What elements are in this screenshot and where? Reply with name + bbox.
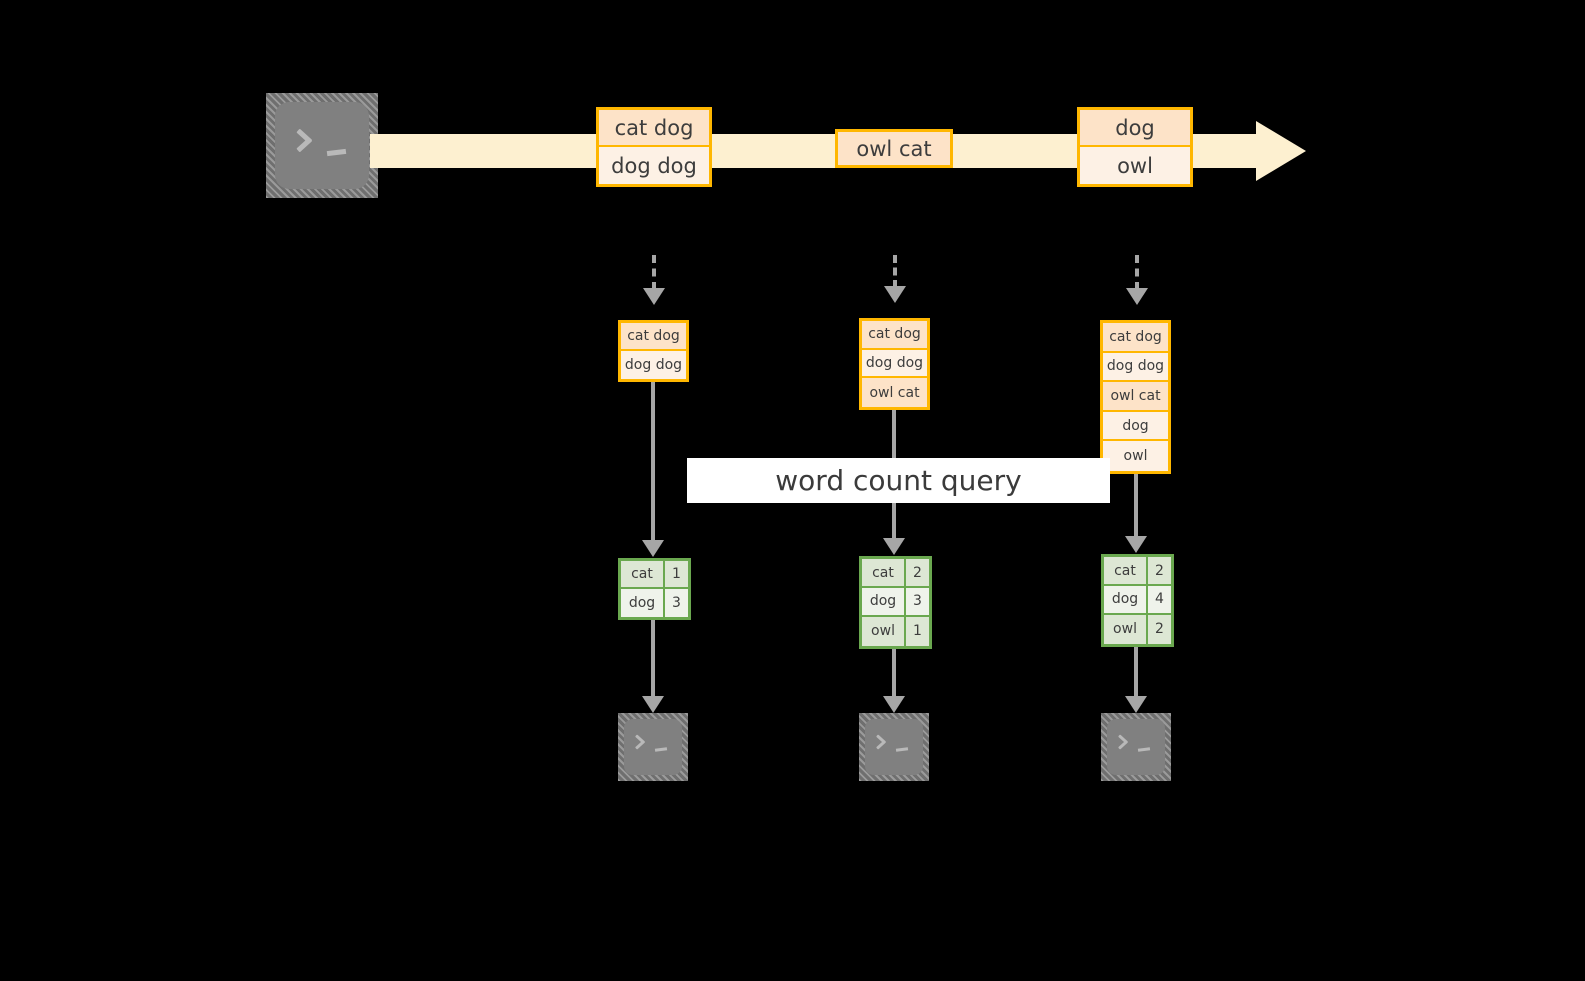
result-row: dog 3 bbox=[862, 588, 929, 617]
result-word: cat bbox=[621, 561, 665, 587]
snapshot-3-query-line bbox=[1134, 474, 1138, 538]
record-line: owl bbox=[1080, 147, 1190, 184]
snapshot-1-tap-line bbox=[652, 255, 656, 290]
result-count: 2 bbox=[1155, 621, 1164, 638]
record-line: dog dog bbox=[599, 147, 709, 184]
snapshot-1-tap-arrowhead-icon bbox=[643, 288, 665, 305]
snapshot-3-result-table: cat 2 dog 4 owl 2 bbox=[1101, 554, 1174, 647]
snapshot-3-sink-arrowhead-icon bbox=[1125, 696, 1147, 713]
source-terminal-icon bbox=[266, 93, 378, 198]
result-row: dog 4 bbox=[1104, 586, 1171, 615]
result-row: cat 2 bbox=[1104, 557, 1171, 586]
record-line: owl cat bbox=[862, 378, 927, 407]
result-count: 2 bbox=[1155, 562, 1164, 579]
result-word: dog bbox=[862, 588, 906, 615]
result-word: owl bbox=[862, 616, 906, 646]
result-count: 1 bbox=[913, 623, 922, 640]
snapshot-1-input-box: cat dog dog dog bbox=[618, 320, 689, 382]
snapshot-2-sink-arrowhead-icon bbox=[883, 696, 905, 713]
result-count: 1 bbox=[672, 566, 681, 582]
terminal-prompt-chevron-icon bbox=[296, 126, 324, 156]
stream-record-2: owl cat bbox=[835, 129, 953, 168]
terminal-prompt-chevron-icon bbox=[634, 733, 653, 753]
record-line: dog dog bbox=[1103, 352, 1168, 383]
snapshot-3-query-arrowhead-icon bbox=[1125, 536, 1147, 553]
record-line: dog bbox=[1103, 411, 1168, 442]
record-line: cat dog bbox=[621, 323, 686, 351]
record-line: dog dog bbox=[621, 351, 686, 379]
terminal-screen bbox=[1107, 719, 1165, 775]
record-line: dog bbox=[1080, 110, 1190, 147]
terminal-screen bbox=[275, 102, 369, 189]
result-row: cat 1 bbox=[621, 561, 688, 589]
terminal-prompt-chevron-icon bbox=[1117, 733, 1136, 753]
result-row: cat 2 bbox=[862, 559, 929, 588]
record-line: cat dog bbox=[599, 110, 709, 147]
record-line: cat dog bbox=[1103, 323, 1168, 353]
snapshot-2-tap-line bbox=[893, 255, 897, 288]
snapshot-3-input-box: cat dog dog dog owl cat dog owl bbox=[1100, 320, 1171, 474]
snapshot-3-tap-arrowhead-icon bbox=[1126, 288, 1148, 305]
result-word: cat bbox=[1104, 557, 1148, 584]
stream-record-3: dog owl bbox=[1077, 107, 1193, 187]
result-word: dog bbox=[621, 589, 665, 617]
result-word: cat bbox=[862, 559, 906, 586]
snapshot-2-query-arrowhead-icon bbox=[883, 538, 905, 555]
record-line: owl cat bbox=[1103, 382, 1168, 412]
record-line: cat dog bbox=[862, 321, 927, 350]
result-count: 3 bbox=[672, 595, 681, 611]
snapshot-1-sink-arrowhead-icon bbox=[642, 696, 664, 713]
snapshot-1-query-line bbox=[651, 382, 655, 542]
record-line: owl cat bbox=[838, 132, 950, 165]
record-line: owl bbox=[1103, 441, 1168, 471]
result-row: owl 1 bbox=[862, 616, 929, 646]
snapshot-2-sink-line bbox=[892, 649, 896, 698]
snapshot-2-input-box: cat dog dog dog owl cat bbox=[859, 318, 930, 410]
stream-record-1: cat dog dog dog bbox=[596, 107, 712, 187]
snapshot-3-tap-line bbox=[1135, 255, 1139, 290]
snapshot-3-sink-line bbox=[1134, 647, 1138, 698]
record-line: dog dog bbox=[862, 349, 927, 379]
snapshot-3-sink-terminal-icon bbox=[1101, 713, 1171, 781]
result-count: 3 bbox=[913, 593, 922, 610]
snapshot-1-sink-terminal-icon bbox=[618, 713, 688, 781]
terminal-screen bbox=[865, 719, 923, 775]
terminal-screen bbox=[624, 719, 682, 775]
result-word: dog bbox=[1104, 586, 1148, 613]
snapshot-2-tap-arrowhead-icon bbox=[884, 286, 906, 303]
result-word: owl bbox=[1104, 614, 1148, 644]
result-count: 2 bbox=[913, 564, 922, 581]
snapshot-2-result-table: cat 2 dog 3 owl 1 bbox=[859, 556, 932, 649]
snapshot-1-sink-line bbox=[651, 620, 655, 698]
result-row: owl 2 bbox=[1104, 614, 1171, 644]
result-row: dog 3 bbox=[621, 589, 688, 617]
stream-arrow-head-icon bbox=[1256, 121, 1306, 181]
snapshot-2-sink-terminal-icon bbox=[859, 713, 929, 781]
query-label: word count query bbox=[687, 458, 1110, 503]
terminal-prompt-chevron-icon bbox=[875, 733, 894, 753]
snapshot-1-query-arrowhead-icon bbox=[642, 540, 664, 557]
result-count: 4 bbox=[1155, 591, 1164, 608]
snapshot-1-result-table: cat 1 dog 3 bbox=[618, 558, 691, 620]
